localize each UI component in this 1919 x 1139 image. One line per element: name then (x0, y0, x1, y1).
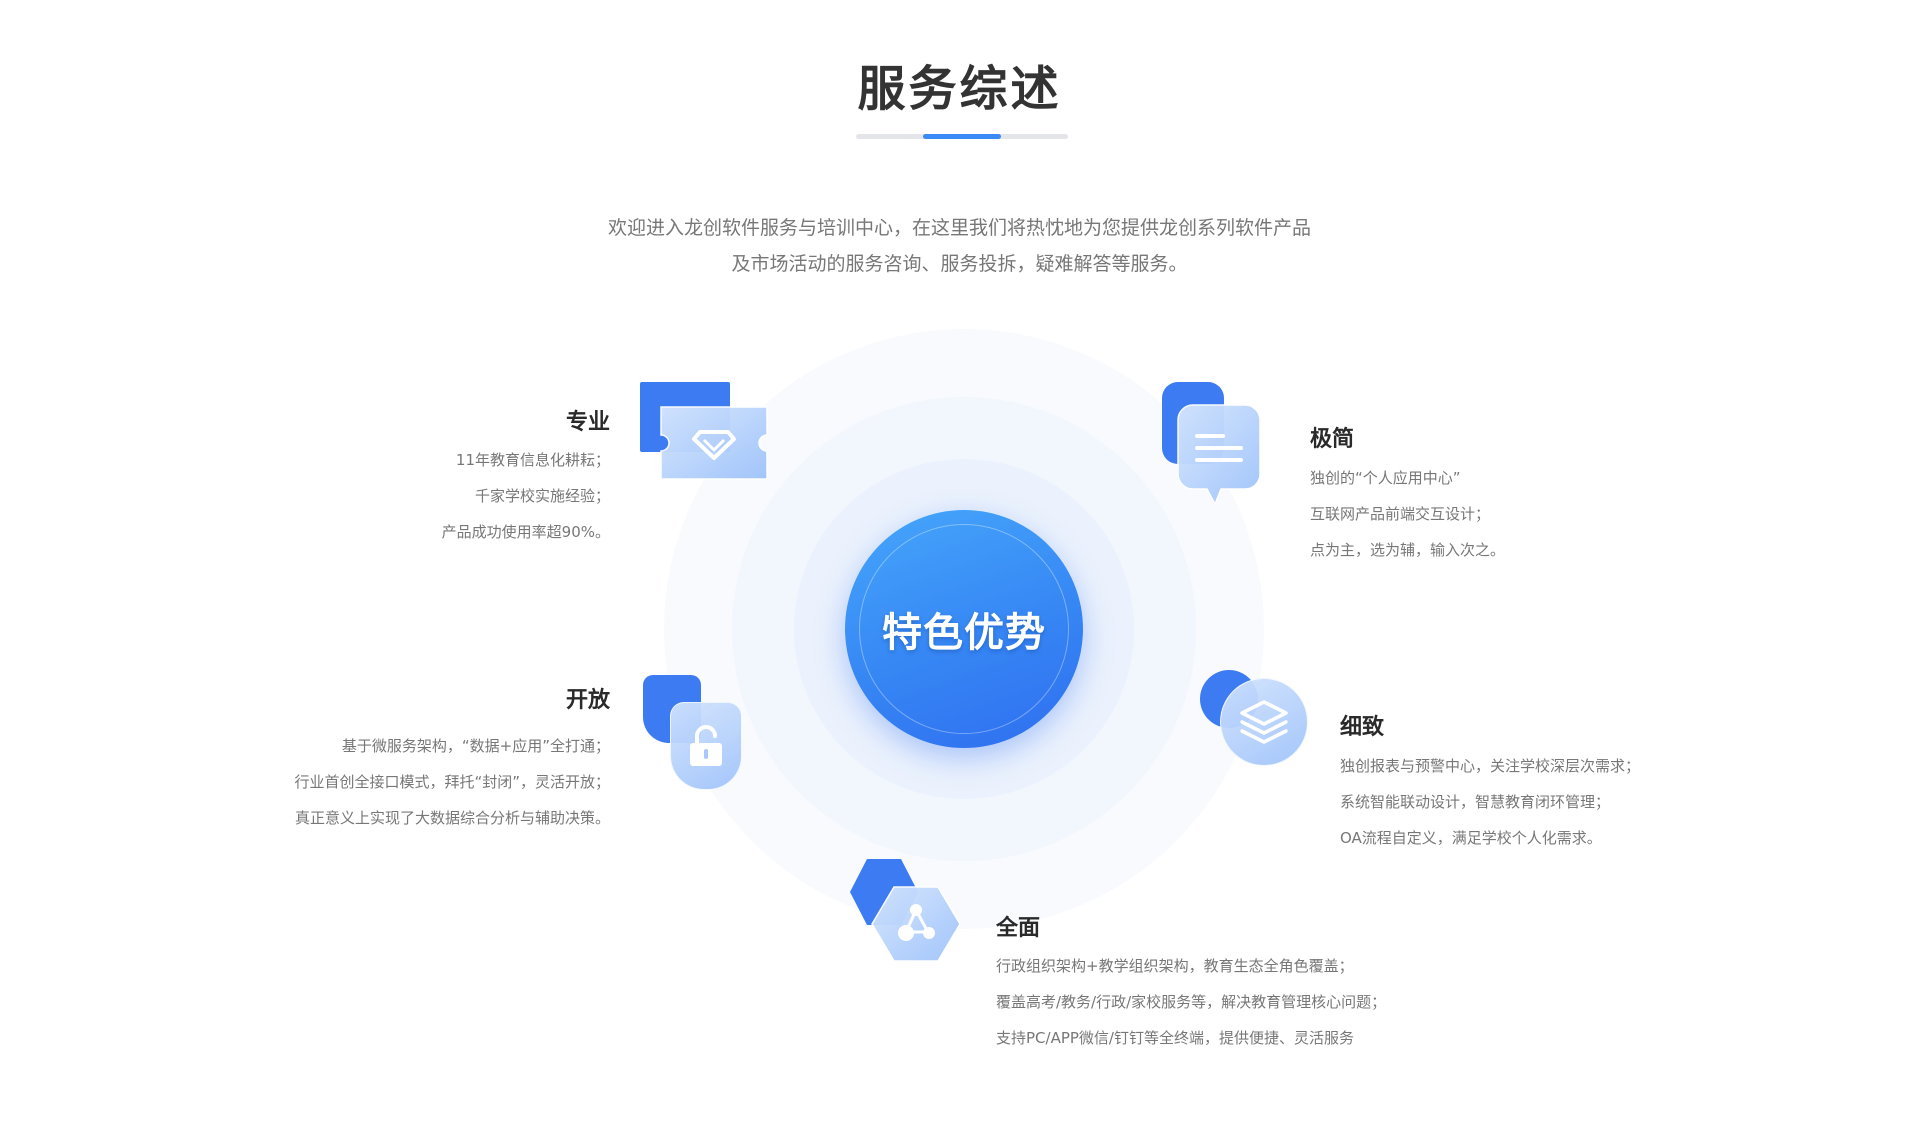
padlock-glyph (690, 725, 722, 766)
feature-line: 系统智能联动设计，智慧教育闭环管理； (1340, 793, 1611, 811)
center-badge: 特色优势 (845, 510, 1083, 748)
feature-line: 支持PC/APP微信/钉钉等全终端，提供便捷、灵活服务 (996, 1029, 1354, 1047)
feature-line: 真正意义上实现了大数据综合分析与辅助决策。 (294, 809, 610, 827)
title-underline-accent (923, 134, 1001, 139)
intro-line-2: 及市场活动的服务咨询、服务投拆，疑难解答等服务。 (731, 253, 1188, 275)
feature-lines-simple: 独创的“个人应用中心” 互联网产品前端交互设计； 点为主，选为辅，输入次之。 (1310, 460, 1650, 568)
title-underline (856, 134, 1068, 139)
feature-lines-open: 基于微服务架构，“数据+应用”全打通； 行业首创全接口模式，拜托“封闭”，灵活开… (160, 728, 610, 836)
feature-line: 互联网产品前端交互设计； (1310, 505, 1491, 523)
intro-text: 欢迎进入龙创软件服务与培训中心，在这里我们将热忱地为您提供龙创系列软件产品 及市… (0, 210, 1919, 282)
feature-line: 覆盖高考/教务/行政/家校服务等，解决教育管理核心问题； (996, 993, 1387, 1011)
feature-lines-detailed: 独创报表与预警中心，关注学校深层次需求； 系统智能联动设计，智慧教育闭环管理； … (1340, 748, 1760, 856)
feature-line: OA流程自定义，满足学校个人化需求。 (1340, 829, 1602, 847)
feature-title-simple: 极简 (1310, 427, 1355, 452)
feature-line: 行政组织架构+教学组织架构，教育生态全角色覆盖； (996, 957, 1354, 975)
layers-glyph (1240, 700, 1288, 744)
feature-line: 行业首创全接口模式，拜托“封闭”，灵活开放； (294, 773, 610, 791)
intro-line-1: 欢迎进入龙创软件服务与培训中心，在这里我们将热忱地为您提供龙创系列软件产品 (607, 217, 1311, 239)
feature-title-open: 开放 (565, 688, 610, 713)
feature-line: 基于微服务架构，“数据+应用”全打通； (341, 737, 610, 755)
layers-icon (1200, 670, 1310, 770)
chat-bubble-icon (1162, 382, 1262, 507)
network-nodes-icon (850, 858, 970, 968)
feature-title-comprehensive: 全面 (996, 916, 1041, 941)
feature-line: 千家学校实施经验； (474, 487, 610, 505)
page-title: 服务综述 (857, 61, 1062, 117)
feature-title-professional: 专业 (565, 410, 610, 435)
feature-title-detailed: 细致 (1340, 715, 1385, 740)
unlock-icon (643, 675, 743, 795)
icon-front-shape (670, 702, 742, 790)
feature-lines-comprehensive: 行政组织架构+教学组织架构，教育生态全角色覆盖； 覆盖高考/教务/行政/家校服务… (996, 948, 1496, 1056)
ticket-shape (660, 406, 768, 480)
feature-line: 独创报表与预警中心，关注学校深层次需求； (1340, 757, 1641, 775)
feature-line: 点为主，选为辅，输入次之。 (1310, 541, 1506, 559)
feature-line: 11年教育信息化耕耘； (455, 451, 610, 469)
feature-line: 产品成功使用率超90%。 (441, 523, 610, 541)
center-label: 特色优势 (882, 610, 1046, 656)
hexagon-shapes (850, 859, 961, 962)
icon-front-shape (1220, 678, 1308, 766)
bubble-shape (1177, 404, 1261, 506)
feature-line: 独创的“个人应用中心” (1310, 469, 1461, 487)
diamond-ticket-icon (640, 382, 770, 482)
feature-lines-professional: 11年教育信息化耕耘； 千家学校实施经验； 产品成功使用率超90%。 (310, 442, 610, 550)
